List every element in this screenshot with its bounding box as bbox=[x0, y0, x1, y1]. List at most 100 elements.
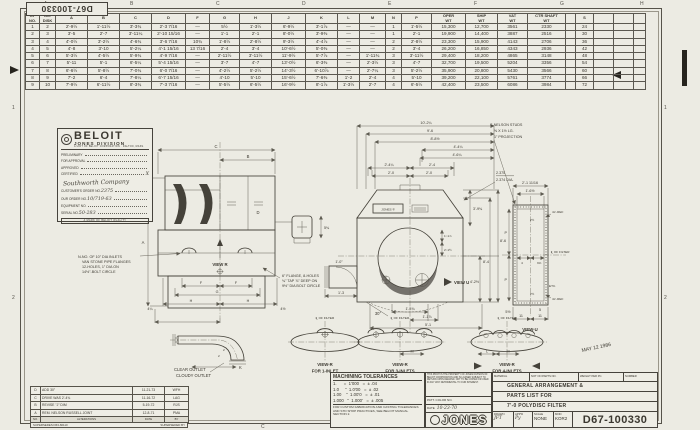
table-cell: 1'-8½ bbox=[209, 37, 240, 46]
table-cell bbox=[613, 52, 634, 61]
table-cell: 7'-2 bbox=[55, 74, 88, 83]
centerline-label: ℄ OF FILTER bbox=[315, 316, 335, 320]
centerline-label: ℄ OF FILTER bbox=[497, 316, 517, 320]
table-cell: 1 bbox=[385, 22, 402, 32]
table-cell: 3 bbox=[385, 52, 402, 61]
table-cell: 7'-9½ bbox=[55, 81, 88, 90]
title-block-header-row: MATERIAL NOT ON PARTS NO. WEIGHT PER PC.… bbox=[493, 373, 657, 382]
table-cell: — bbox=[337, 30, 360, 39]
dim-label: 1'-0" bbox=[335, 260, 343, 264]
beloit-stamp: BELOIT JONES DIVISION A UNIT OF BELOIT C… bbox=[57, 128, 153, 224]
tolerances-title: MACHINING TOLERANCES bbox=[333, 374, 422, 381]
flipped-drawing-number: D67-100330 bbox=[41, 4, 93, 14]
table-cell: — bbox=[185, 59, 210, 68]
view-label: VIEW-R bbox=[317, 362, 333, 367]
dim-label: 2'-0 bbox=[426, 171, 432, 175]
table-cell: 5'-1 bbox=[87, 59, 120, 68]
table-cell: 7 bbox=[25, 66, 40, 76]
table-cell: 14,400 bbox=[465, 30, 498, 39]
table-cell: — bbox=[337, 44, 360, 54]
table-cell: 1'-3½ bbox=[239, 22, 272, 32]
dim-label: B bbox=[247, 154, 250, 159]
stamp-field: FOR APPROVAL bbox=[61, 158, 149, 163]
view-u-label: VIEW-U bbox=[522, 327, 537, 332]
dim-label: L bbox=[486, 350, 488, 354]
table-cell: REM. NELSON RUSSELL JOINT bbox=[40, 408, 133, 417]
dim-label: F bbox=[200, 281, 203, 285]
table-cell bbox=[633, 37, 646, 46]
table-cell: A bbox=[30, 408, 41, 417]
table-cell: — bbox=[359, 44, 386, 54]
dim-label: H bbox=[190, 299, 193, 303]
dim-label: 2'-1½ bbox=[444, 248, 452, 252]
dim-label: 2 bbox=[223, 348, 225, 352]
table-cell: 8'-1⅞ bbox=[305, 81, 338, 90]
table-cell bbox=[613, 44, 634, 54]
table-cell: 3 bbox=[25, 37, 40, 46]
table-cell bbox=[593, 44, 614, 54]
table-cell: 7'-8¼ bbox=[119, 74, 152, 83]
table-cell bbox=[613, 59, 634, 68]
table-cell: 3'-6 7/16 bbox=[151, 37, 186, 46]
table-cell: 3561 bbox=[497, 22, 528, 32]
dim-label: 8'-4 bbox=[483, 260, 489, 264]
zone-label: D bbox=[302, 1, 306, 7]
table-cell bbox=[565, 66, 576, 76]
view-label: VIEW-R bbox=[499, 362, 515, 367]
table-cell: 3'-4 bbox=[401, 44, 432, 54]
flipped-drawing-number-box: D67-100330 bbox=[26, 2, 108, 16]
table-cell: 3'-10 bbox=[87, 44, 120, 54]
table-cell: 7'-3 7/16 bbox=[151, 81, 186, 90]
table-cell: 4'-0½ bbox=[55, 37, 88, 46]
nelson-studs-note: 1" PROJECTION bbox=[494, 135, 522, 139]
stamp-field: SERIAL NO.50-283 bbox=[61, 210, 149, 216]
table-cell: 10'-6½ bbox=[271, 44, 306, 54]
table-cell bbox=[633, 30, 646, 39]
disc-shading bbox=[379, 266, 437, 295]
table-cell: D bbox=[30, 386, 41, 395]
table-cell: 2'-3½ bbox=[359, 59, 386, 68]
table-cell: 2 bbox=[385, 44, 402, 54]
table-cell: 2'-8½ bbox=[239, 37, 272, 46]
zone-label: E bbox=[388, 1, 392, 7]
dim-label: 5¾ bbox=[324, 226, 330, 230]
view-u-pointer-label: VIEW U bbox=[454, 280, 469, 285]
table-cell bbox=[633, 22, 646, 32]
table-header-cell: D bbox=[151, 13, 186, 24]
table-cell: 4'-8 bbox=[55, 44, 88, 54]
title-block-left-column: THIS PRINT IS THE PROPERTY OF JONES DIVI… bbox=[425, 372, 492, 428]
nameplate: JONES ® bbox=[381, 208, 395, 212]
table-cell: 8'-3¾ bbox=[119, 81, 152, 90]
zone-label: B bbox=[130, 1, 134, 7]
table-cell: 5'-4 15/16 bbox=[151, 59, 186, 68]
table-header-cell: H bbox=[239, 13, 272, 24]
table-cell bbox=[565, 81, 576, 90]
table-cell bbox=[613, 30, 634, 39]
table-cell: 8 bbox=[25, 74, 40, 83]
table-cell: 1'-11¾ bbox=[359, 52, 386, 61]
table-cell bbox=[565, 22, 576, 32]
drawing-date: 10-23-70 bbox=[436, 406, 458, 411]
mod-cell: MOD KOR2 bbox=[554, 412, 573, 427]
table-cell: — bbox=[337, 59, 360, 68]
dim-label: 1'-6½ bbox=[525, 189, 534, 193]
table-header-cell bbox=[633, 13, 646, 24]
table-cell bbox=[565, 44, 576, 54]
table-cell bbox=[593, 81, 614, 90]
table-cell: 1'-2 bbox=[337, 74, 360, 83]
table-cell bbox=[565, 59, 576, 68]
table-cell: 9 bbox=[25, 81, 40, 90]
table-cell: 19,900 bbox=[431, 30, 466, 39]
table-cell: 54 bbox=[575, 59, 594, 68]
table-cell: 5'-2½ bbox=[401, 66, 432, 76]
centerline-label: ℄ OF FILTER bbox=[550, 250, 570, 254]
table-cell: 4'-10 bbox=[209, 74, 240, 83]
